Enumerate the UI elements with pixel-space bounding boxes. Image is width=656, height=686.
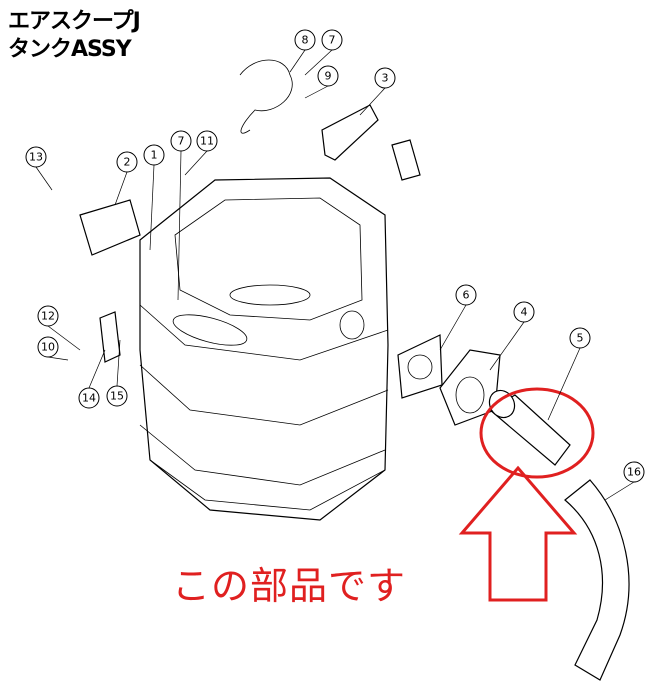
part-14 — [99, 311, 121, 363]
bolt-group — [239, 59, 293, 134]
part-3 — [321, 104, 379, 161]
highlight-arrow — [458, 465, 578, 602]
svg-text:3: 3 — [382, 72, 389, 85]
svg-text:16: 16 — [627, 466, 641, 479]
callout-7: 7 — [321, 29, 343, 51]
highlight-note: この部品です — [172, 564, 407, 608]
diagram-title-line2: タンクASSY — [8, 37, 132, 62]
callout-11: 11 — [196, 130, 218, 152]
latch-part — [391, 139, 421, 181]
svg-text:2: 2 — [124, 156, 131, 169]
callout-15: 15 — [106, 385, 128, 407]
callout-6: 6 — [455, 284, 477, 306]
svg-text:5: 5 — [577, 332, 584, 345]
svg-text:9: 9 — [325, 70, 332, 83]
callout-2: 2 — [116, 151, 138, 173]
gasket-part-6 — [397, 334, 443, 399]
svg-text:1: 1 — [151, 149, 158, 162]
callout-12: 12 — [37, 305, 59, 327]
svg-text:15: 15 — [110, 390, 124, 403]
callout-1: 1 — [143, 144, 165, 166]
hose-part-5 — [488, 389, 571, 466]
callout-16: 16 — [623, 461, 645, 483]
bracket-part-2 — [79, 199, 141, 256]
svg-text:8: 8 — [302, 34, 309, 47]
callout-13: 13 — [25, 146, 47, 168]
tank-body — [139, 177, 389, 521]
svg-text:12: 12 — [41, 310, 55, 323]
callout-3: 3 — [374, 67, 396, 89]
callout-10: 10 — [37, 336, 59, 358]
callout-9: 9 — [317, 65, 339, 87]
svg-text:14: 14 — [82, 392, 96, 405]
svg-text:7: 7 — [178, 135, 185, 148]
svg-text:7: 7 — [329, 34, 336, 47]
hose-part-16 — [564, 479, 630, 681]
highlight-circle — [479, 387, 595, 479]
flange-part-4 — [439, 349, 501, 426]
svg-text:4: 4 — [521, 306, 528, 319]
svg-text:13: 13 — [29, 151, 43, 164]
callout-5: 5 — [569, 327, 591, 349]
svg-text:11: 11 — [200, 135, 214, 148]
svg-text:6: 6 — [463, 289, 470, 302]
callout-8: 8 — [294, 29, 316, 51]
callout-4: 4 — [513, 301, 535, 323]
callout-14: 14 — [78, 387, 100, 409]
callout-7b: 7 — [170, 130, 192, 152]
svg-text:10: 10 — [41, 341, 55, 354]
diagram-title-line1: エアスクープJ — [8, 9, 141, 34]
